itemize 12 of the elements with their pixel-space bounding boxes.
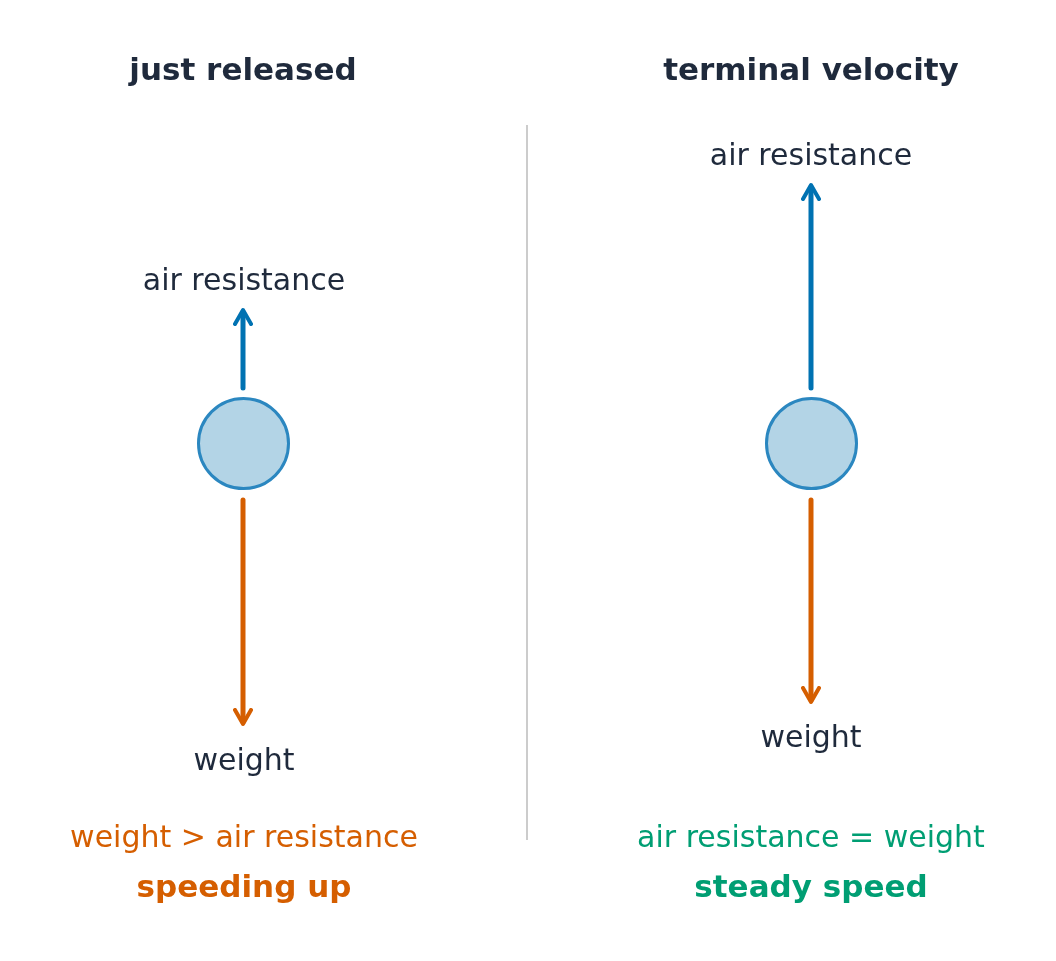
force-label: weight [193, 742, 295, 778]
ball [764, 396, 858, 490]
result-text: speeding up [136, 869, 352, 905]
ball [196, 396, 290, 490]
comparison-text: weight > air resistance [70, 819, 418, 855]
force-label: air resistance [142, 262, 346, 298]
comparison-text: air resistance = weight [637, 819, 985, 855]
force-label: air resistance [709, 137, 913, 173]
panel-title: terminal velocity [663, 52, 959, 88]
result-text: steady speed [694, 869, 928, 905]
panel-title: just released [129, 52, 357, 88]
force-label: weight [760, 719, 862, 755]
